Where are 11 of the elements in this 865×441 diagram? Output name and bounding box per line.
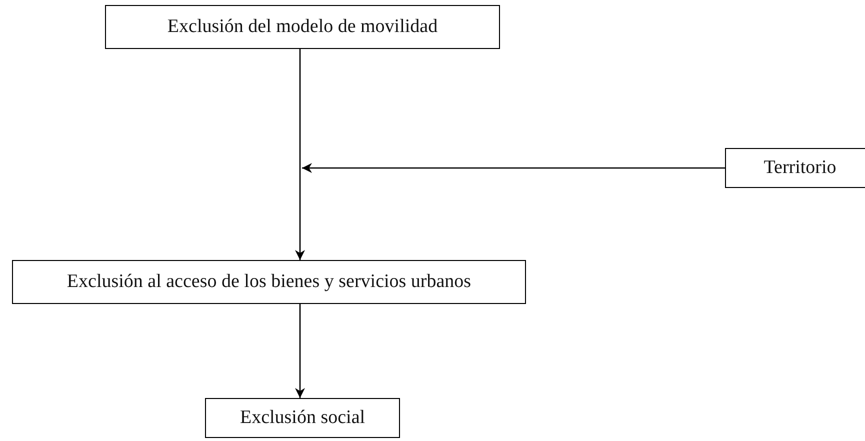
arrow [302,163,725,173]
process-box [205,398,400,438]
box-label: Exclusión al acceso de los bienes y servicios urbanos [66,271,472,293]
process-box [12,260,526,304]
box-label: Territorio [764,157,836,179]
box-label: Exclusión social [240,407,366,429]
arrow [295,304,305,398]
process-box [105,5,500,49]
box-label: Exclusión del modelo de movilidad [167,16,438,38]
process-box [725,148,865,188]
arrow [295,49,305,260]
